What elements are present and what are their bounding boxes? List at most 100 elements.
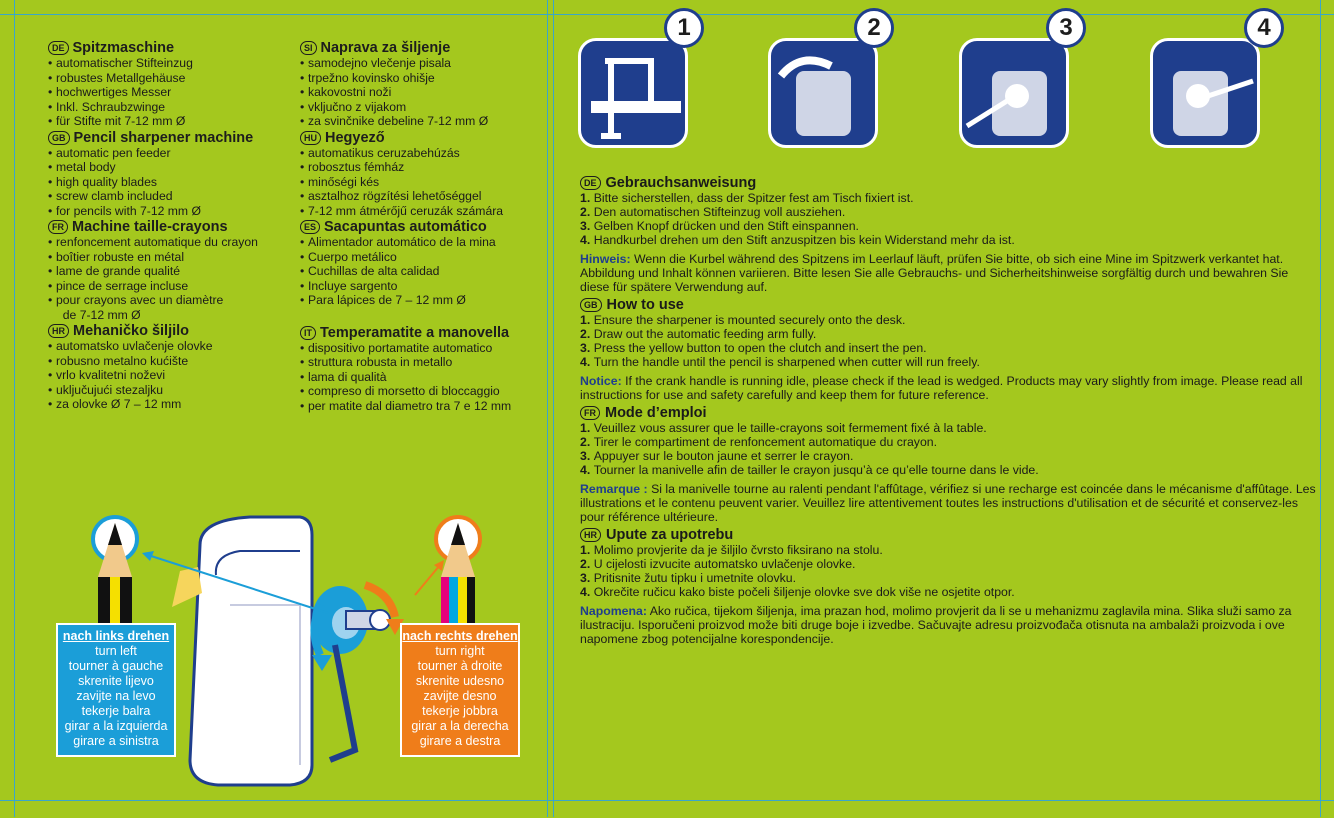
spec-item: asztalhoz rögzítési lehetőséggel <box>300 189 545 204</box>
spec-item: za svinčnike debeline 7-12 mm Ø <box>300 114 545 129</box>
spec-item: Cuerpo metálico <box>300 250 545 265</box>
translation-line: zavijte desno <box>423 689 497 703</box>
instruction-step: 4. Turn the handle until the pencil is s… <box>580 355 980 369</box>
language-badge: IT <box>300 325 316 340</box>
spec-title: Hegyező <box>325 129 385 146</box>
spec-item: boîtier robuste en métal <box>48 250 293 265</box>
instruction-step: 2. Den automatischen Stifteinzug voll au… <box>580 205 846 219</box>
step-2-number: 2 <box>854 8 894 48</box>
spec-title: Pencil sharpener machine <box>73 129 254 146</box>
instruction-title: Gebrauchsanweisung <box>605 175 757 191</box>
language-badge: DE <box>48 41 69 55</box>
instruction-step: 1. Molimo provjerite da je šiljilo čvrst… <box>580 543 883 557</box>
spec-item: uključujući stezaljku <box>48 383 293 398</box>
spec-item: per matite dal diametro tra 7 e 12 mm <box>300 399 545 414</box>
pencil-left-icon <box>91 515 139 625</box>
translation-line: turn right <box>435 644 485 658</box>
language-badge: GB <box>580 298 602 312</box>
instruction-step: 2. Draw out the automatic feeding arm fu… <box>580 327 817 341</box>
instruction-step: 3. Appuyer sur le bouton jaune et serrer… <box>580 449 854 463</box>
spec-item: compreso di morsetto di bloccaggio <box>300 384 545 399</box>
step-2-image <box>768 38 878 148</box>
note-label: Napomena: <box>580 604 647 618</box>
spec-item: samodejno vlečenje pisala <box>300 56 545 71</box>
translation-line: skrenite lijevo <box>78 674 154 688</box>
spec-item: robustes Metallgehäuse <box>48 71 293 86</box>
spec-title: Naprava za šiljenje <box>320 40 451 56</box>
spec-item: Cuchillas de alta calidad <box>300 264 545 279</box>
instruction-step: 2. Tirer le compartiment de renfoncement… <box>580 435 938 449</box>
spec-item: Incluye sargento <box>300 279 545 294</box>
spec-item: automatsko uvlačenje olovke <box>48 339 293 354</box>
spec-item: struttura robusta in metallo <box>300 355 545 370</box>
language-badge: FR <box>580 406 600 420</box>
spec-title: Sacapuntas automático <box>324 219 487 235</box>
instruction-note: Napomena: Ako ručica, tijekom šiljenja, … <box>580 604 1320 646</box>
step-pictograms: 1 2 3 4 <box>576 8 1316 173</box>
step-4-image <box>1150 38 1260 148</box>
spec-item: lama di qualità <box>300 370 545 385</box>
instruction-heading: DE Gebrauchsanweisung <box>580 175 1320 191</box>
step-3-number: 3 <box>1046 8 1086 48</box>
spec-title: Spitzmaschine <box>72 40 175 56</box>
translation-line: tekerje balra <box>81 704 151 718</box>
language-badge: DE <box>580 176 601 190</box>
instruction-note: Notice: If the crank handle is running i… <box>580 374 1320 402</box>
step-4-number: 4 <box>1244 8 1284 48</box>
spec-item: automatic pen feeder <box>48 146 293 161</box>
spec-item: for pencils with 7-12 mm Ø <box>48 204 293 219</box>
instruction-step: 4. Okrečite ručicu kako biste počeli šil… <box>580 585 1015 599</box>
instruction-step: 1. Ensure the sharpener is mounted secur… <box>580 313 906 327</box>
translation-line: skrenite udesno <box>415 674 505 688</box>
spec-item: automatikus ceruzabehúzás <box>300 146 545 161</box>
spec-item: minőségi kés <box>300 175 545 190</box>
instruction-note: Hinweis: Wenn die Kurbel während des Spi… <box>580 252 1320 294</box>
spec-item: robusno metalno kućište <box>48 354 293 369</box>
language-badge: SI <box>300 41 317 55</box>
step-3-image <box>959 38 1069 148</box>
fold-line-left <box>14 0 15 817</box>
spec-item: Inkl. Schraubzwinge <box>48 100 293 115</box>
spec-item: high quality blades <box>48 175 293 190</box>
spec-item: für Stifte mit 7-12 mm Ø <box>48 114 293 129</box>
crank-handle <box>310 581 404 763</box>
spec-item: Alimentador automático de la mina <box>300 235 545 250</box>
sharpener-body <box>172 515 314 787</box>
pencil-right-icon <box>434 515 482 625</box>
spec-section-de: DESpitzmaschineautomatischer Stifteinzug… <box>48 40 293 129</box>
translation-line: tourner à gauche <box>68 659 164 673</box>
spec-item: automatischer Stifteinzug <box>48 56 293 71</box>
fold-line-middle-b <box>553 0 554 817</box>
arrow-right-icon <box>414 564 441 596</box>
note-text: Si la manivelle tourne au ralenti pendan… <box>580 482 1316 524</box>
translation-line: girar a la derecha <box>411 719 509 733</box>
step-1-image <box>578 38 688 148</box>
note-text: Ako ručica, tijekom šiljenja, ima prazan… <box>580 604 1292 646</box>
fold-line-right <box>1320 0 1321 817</box>
sharpener-drawing <box>91 515 482 787</box>
spec-section-hu: HUHegyezőautomatikus ceruzabehúzásrobosz… <box>300 130 545 219</box>
note-text: Wenn die Kurbel während des Spitzens im … <box>580 252 1289 294</box>
fold-line-middle-a <box>547 0 548 817</box>
spec-item: pince de serrage incluse <box>48 279 293 294</box>
spec-item: metal body <box>48 160 293 175</box>
instruction-step: 3. Pritisnite žutu tipku i umetnite olov… <box>580 571 796 585</box>
spec-item: robosztus fémház <box>300 160 545 175</box>
